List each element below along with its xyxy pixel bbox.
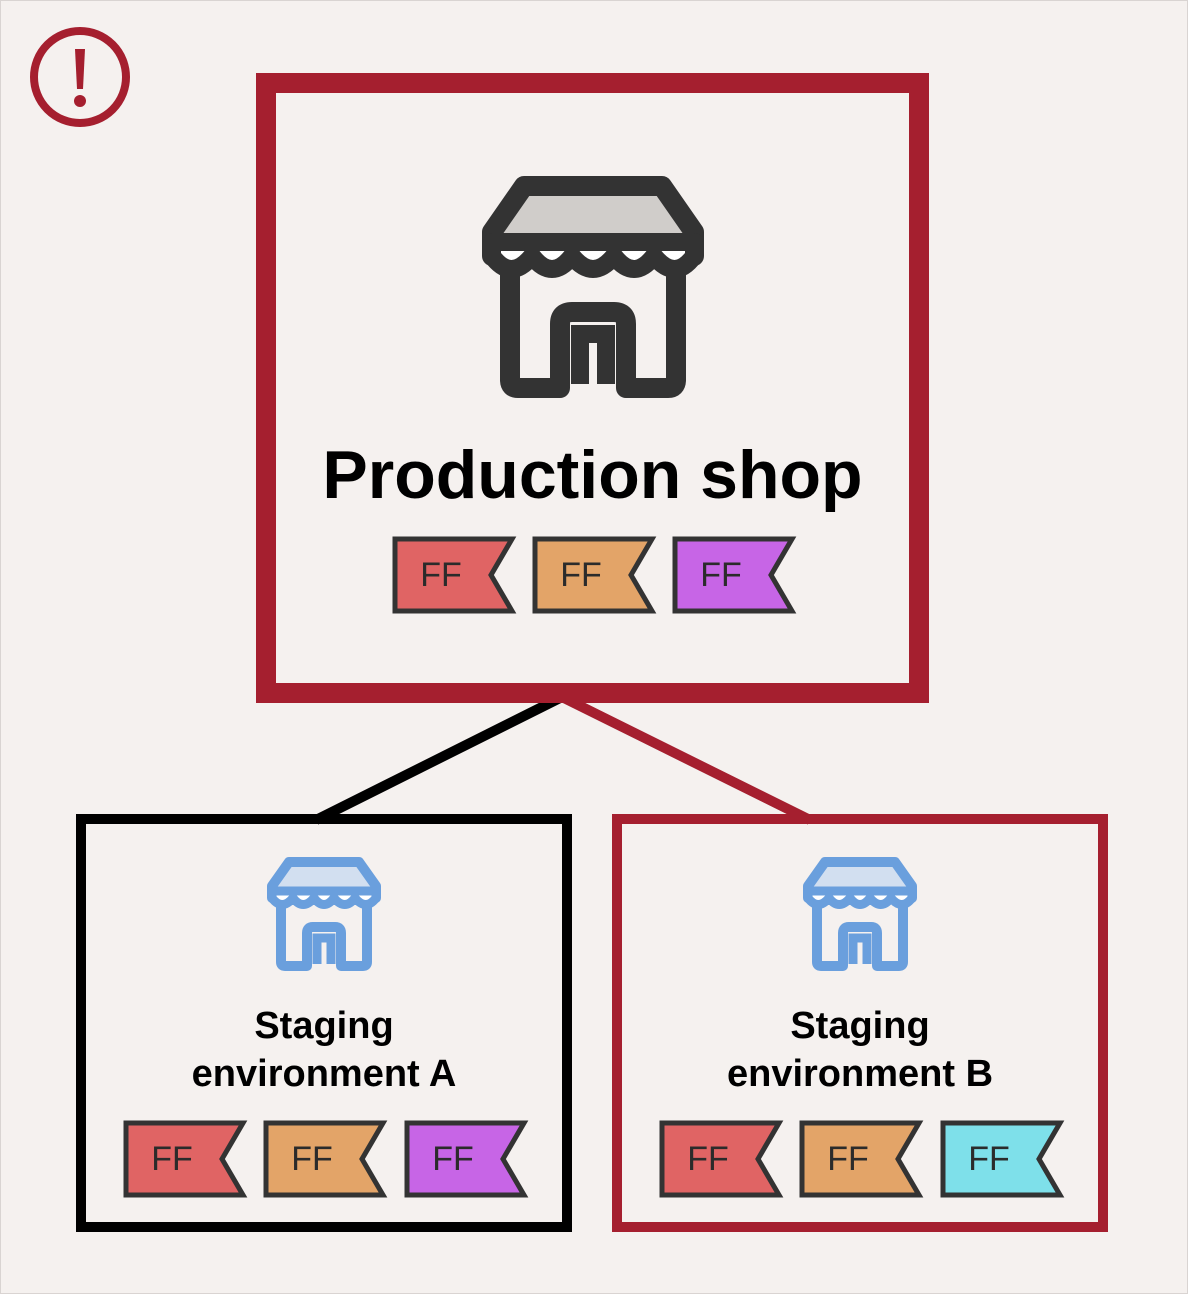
storefront-icon: [267, 857, 381, 971]
label-line: environment B: [726, 1053, 994, 1095]
feature-flag-tag: FF: [263, 1120, 389, 1198]
production-shop-box[interactable]: [256, 73, 929, 703]
flag-shape: [263, 1120, 388, 1198]
flag-shape: [123, 1120, 248, 1198]
flag-shape: [392, 536, 517, 614]
staging-environment-b-label: Staging environment B: [622, 1002, 1098, 1098]
feature-flag-tag: FF: [659, 1120, 785, 1198]
staging-environment-b-box[interactable]: [612, 814, 1108, 1232]
staging-environment-a-box[interactable]: [76, 814, 572, 1232]
label-line: environment A: [191, 1053, 457, 1095]
flag-shape: [659, 1120, 784, 1198]
storefront-icon: [803, 857, 917, 971]
storefront-icon: [482, 176, 704, 398]
staging-environment-a-label: Staging environment A: [86, 1002, 562, 1098]
exclamation-circle-icon: [30, 27, 130, 127]
connector-to-staging-b: [561, 693, 813, 825]
flag-shape: [799, 1120, 924, 1198]
connector-to-staging-a: [313, 691, 567, 825]
production-shop-label: Production shop: [322, 437, 863, 513]
feature-flag-tag: FF: [404, 1120, 530, 1198]
feature-flag-tag: FF: [672, 536, 798, 614]
feature-flag-tag: FF: [123, 1120, 249, 1198]
flag-shape: [940, 1120, 1065, 1198]
flag-shape: [404, 1120, 529, 1198]
feature-flag-tag: FF: [392, 536, 518, 614]
flag-shape: [532, 536, 657, 614]
feature-flag-tag: FF: [799, 1120, 925, 1198]
label-line: Staging: [254, 1005, 394, 1047]
flag-shape: [672, 536, 797, 614]
feature-flag-tag: FF: [532, 536, 658, 614]
label-line: Staging: [790, 1005, 930, 1047]
feature-flag-tag: FF: [940, 1120, 1066, 1198]
